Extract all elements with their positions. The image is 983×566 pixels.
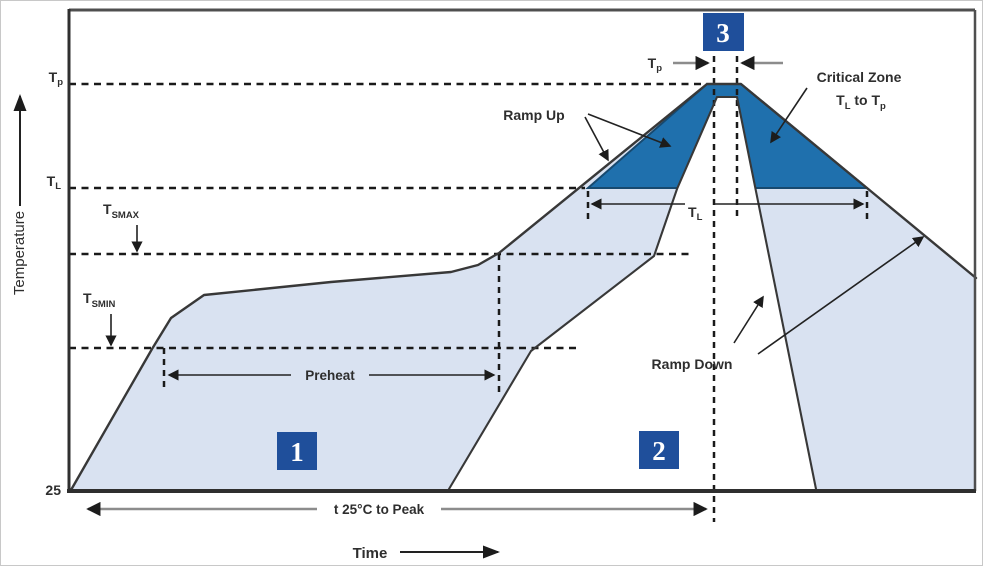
plot-border [67,8,977,493]
svg-text:3: 3 [716,18,730,48]
ramp-up-label: Ramp Up [503,107,564,123]
arrow [587,113,672,148]
ramp-down-label: Ramp Down [652,356,733,372]
tl-axis-label: TL [47,173,62,192]
min-profile-curve [447,95,818,491]
arrow [770,87,808,144]
tsmax-label: TSMAX [103,201,140,221]
labels-layer: Tp TL TSMAX TSMIN 25 Temperature Time Ra… [11,55,902,562]
zone-2-marker: 2 [639,431,679,469]
origin-label: 25 [45,482,61,498]
inner-notch-area [449,97,816,489]
zone-markers: 1 2 3 [277,13,744,470]
x-axis-title: Time [353,545,388,562]
preheat-label: Preheat [305,368,355,383]
arrow [584,116,609,162]
zone-1-marker: 1 [277,432,317,470]
annotation-arrows [13,55,925,559]
svg-text:1: 1 [290,437,304,467]
arrow [757,236,925,355]
zone-3-marker: 3 [703,13,744,51]
tsmin-label: TSMIN [83,290,115,310]
y-axis-title: Temperature [11,211,28,295]
tp-axis-label: Tp [49,69,64,88]
tp-span-label: Tp [648,55,663,74]
critical-zone-label-line2: TL to Tp [836,92,886,112]
max-profile-curve [69,82,978,492]
dashed-temperature-lines [69,82,707,350]
svg-text:2: 2 [652,436,666,466]
critical-zone-label-line1: Critical Zone [817,69,902,85]
tl-span-label: TL [688,204,703,223]
arrow [733,295,764,344]
t25-to-peak-label: t 25°C to Peak [334,502,425,517]
